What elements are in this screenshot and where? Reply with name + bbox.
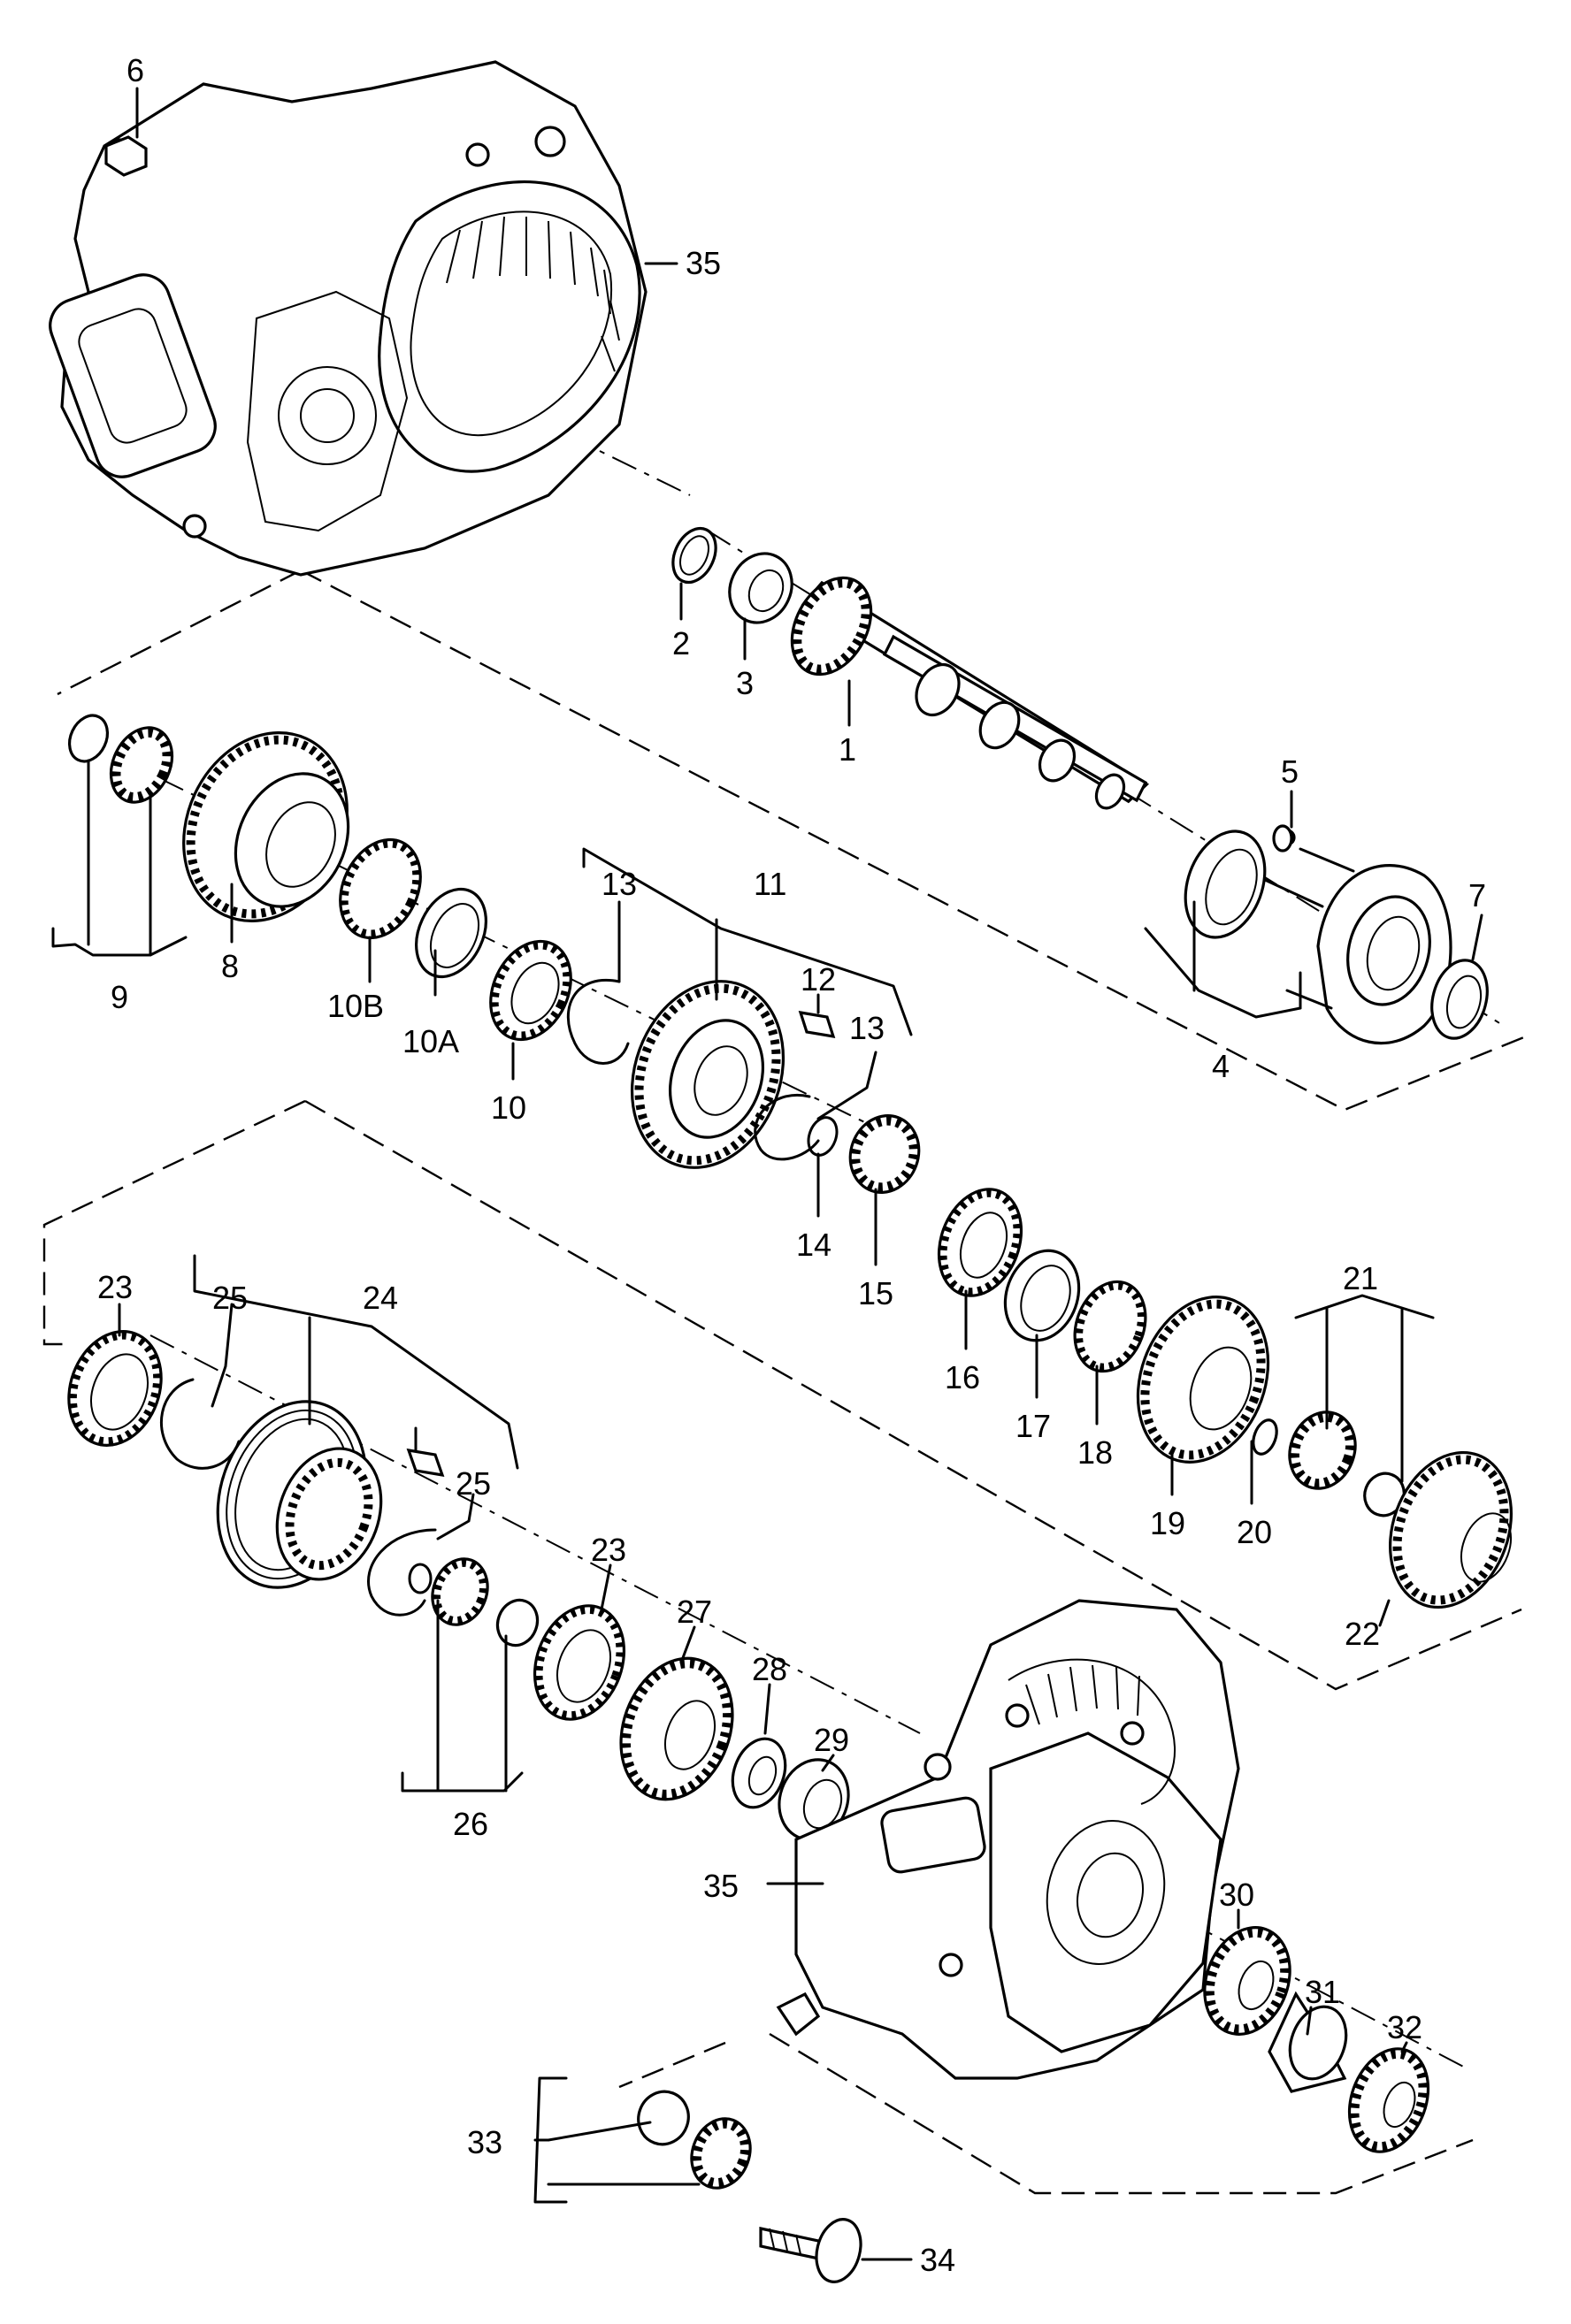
part-1-input-shaft: [790, 576, 1150, 810]
part-23-synchro-ring-right: [533, 1604, 626, 1721]
label-9: 9: [111, 979, 128, 1015]
label-14: 14: [796, 1227, 831, 1263]
label-25-left: 25: [212, 1280, 248, 1316]
part-10a-synchro-ring: [415, 887, 487, 979]
part-4-bearing-flange: [1184, 829, 1452, 1045]
part-14-circlip: [807, 1116, 839, 1157]
label-28: 28: [752, 1651, 787, 1687]
label-10a: 10A: [402, 1023, 459, 1059]
label-4: 4: [1212, 1048, 1230, 1084]
label-2: 2: [672, 625, 690, 661]
part-22-gear: [1389, 1450, 1513, 1609]
label-21: 21: [1343, 1260, 1378, 1296]
label-13-lower: 13: [849, 1010, 885, 1046]
label-29: 29: [814, 1722, 849, 1758]
label-22: 22: [1345, 1616, 1380, 1652]
label-35-upper: 35: [686, 245, 721, 281]
label-8: 8: [221, 948, 239, 984]
label-31: 31: [1305, 1974, 1340, 2010]
part-13-spring-lower: [754, 1094, 820, 1161]
label-33: 33: [467, 2124, 502, 2160]
part-15-needle-bearing: [848, 1114, 921, 1194]
label-25-right: 25: [456, 1465, 491, 1502]
part-30-gear: [1203, 1926, 1291, 2036]
part-32-gear: [1347, 2047, 1430, 2153]
part-34-bolt: [759, 2218, 862, 2283]
label-20: 20: [1237, 1514, 1272, 1550]
part-31-sleeve: [1268, 1991, 1348, 2093]
label-26: 26: [453, 1806, 488, 1842]
label-23-left: 23: [97, 1269, 133, 1305]
part-16-synchro-hub: [937, 1188, 1023, 1297]
label-18: 18: [1077, 1434, 1113, 1471]
part-27-gear: [619, 1656, 734, 1801]
label-13-upper: 13: [602, 866, 637, 902]
part-19-gear: [1136, 1296, 1270, 1464]
part-25-spring-left: [159, 1378, 241, 1470]
label-34: 34: [920, 2242, 955, 2278]
part-13-spring-upper: [566, 979, 630, 1065]
part-5-washer: [1272, 824, 1293, 852]
part-23-synchro-ring-left: [67, 1330, 163, 1447]
part-20-washer: [1252, 1418, 1278, 1456]
part-9-bearing-set: [67, 714, 174, 804]
label-7: 7: [1468, 877, 1486, 914]
part-6-nut: [104, 135, 148, 177]
part-24-synchro-sleeve: [216, 1400, 383, 1589]
part-17-synchro-ring: [1003, 1249, 1081, 1342]
assembly-boundary-lower: [618, 2032, 1474, 2195]
part-33-bearing-set: [637, 2090, 752, 2190]
label-17: 17: [1015, 1408, 1051, 1444]
part-10-synchro-ring: [489, 939, 572, 1042]
part-3-bearing: [728, 552, 793, 624]
label-10: 10: [491, 1089, 526, 1126]
part-labels: 1 2 3 4 5 6 7 8 9 10 10A 10B 11 12 13 13…: [97, 52, 1486, 2278]
label-35-lower: 35: [703, 1868, 739, 1904]
assembly-boundary-upper: [57, 569, 1531, 1112]
part-26-bearing-set: [408, 1557, 540, 1647]
label-23-right: 23: [591, 1532, 626, 1568]
part-12-key-lower: [406, 1448, 445, 1478]
label-6: 6: [126, 52, 144, 88]
part-18-synchro-ring: [1073, 1280, 1147, 1373]
part-11-gear: [630, 980, 786, 1169]
label-24: 24: [363, 1280, 398, 1316]
assembly-boundary-middle: [42, 1099, 1522, 1691]
leader-lines: [51, 87, 1483, 2261]
label-32: 32: [1387, 2009, 1422, 2045]
label-19: 19: [1150, 1505, 1185, 1541]
label-11: 11: [754, 866, 786, 902]
label-3: 3: [736, 665, 754, 701]
label-12-upper: 12: [801, 961, 836, 998]
label-5: 5: [1281, 753, 1299, 790]
part-2-circlip: [671, 526, 717, 585]
label-10b: 10B: [327, 988, 384, 1024]
part-12-key-upper: [798, 1010, 836, 1039]
part-8-gear: [182, 730, 350, 923]
label-27: 27: [677, 1594, 712, 1630]
part-7-seal: [1430, 959, 1489, 1040]
gearbox-housing-front: [49, 60, 648, 577]
label-1: 1: [839, 731, 856, 768]
part-21-bearing-set: [1288, 1410, 1406, 1517]
label-15: 15: [858, 1275, 893, 1311]
label-16: 16: [945, 1359, 980, 1395]
part-10b-synchro-ring: [339, 837, 422, 940]
label-30: 30: [1219, 1877, 1254, 1913]
part-28-washer: [731, 1737, 787, 1809]
part-25-spring-right: [367, 1528, 437, 1617]
gearbox-housing-rear: [776, 1599, 1240, 2080]
